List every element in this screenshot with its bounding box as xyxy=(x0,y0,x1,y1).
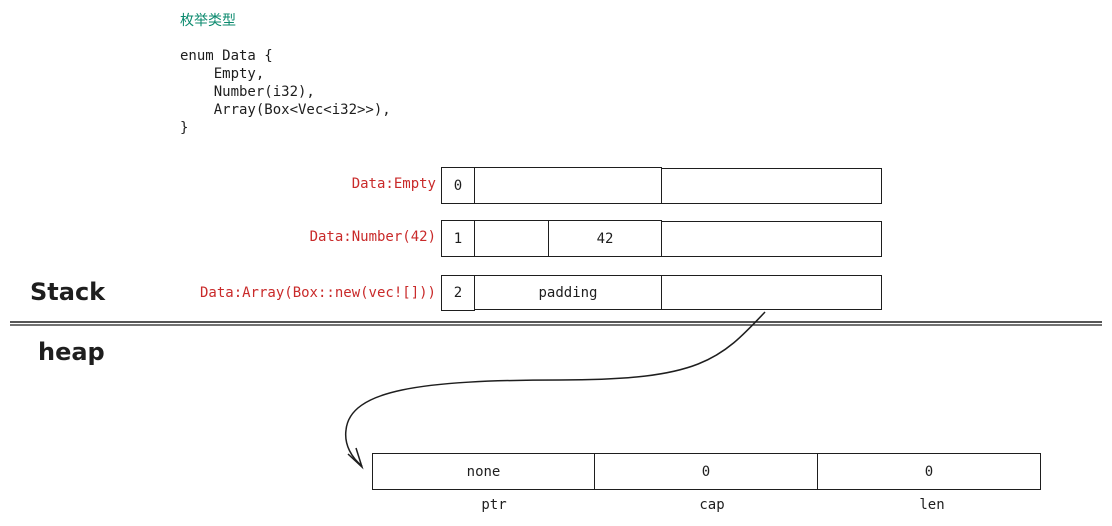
heap-label-len: len xyxy=(919,497,945,513)
stack-region-label: Stack xyxy=(30,278,106,306)
extra-cell-number xyxy=(661,221,882,257)
heap-label-cap: cap xyxy=(699,497,725,513)
heap-label-ptr: ptr xyxy=(481,497,507,513)
row-label-array: Data:Array(Box::new(vec![])) xyxy=(199,285,436,301)
heap-cell-len: 0 xyxy=(817,453,1041,490)
pointer-arrow xyxy=(344,311,766,467)
row-label-number: Data:Number(42) xyxy=(309,229,436,245)
extra-cell-empty xyxy=(661,168,882,204)
pointer-cell-array xyxy=(661,275,882,310)
heap-region-label: heap xyxy=(38,338,105,366)
enum-code-block: enum Data { Empty, Number(i32), Array(Bo… xyxy=(180,48,391,136)
row-label-empty: Data:Empty xyxy=(351,176,436,192)
diagram-title: 枚举类型 xyxy=(180,13,236,29)
pointer-arrowhead xyxy=(347,447,364,470)
